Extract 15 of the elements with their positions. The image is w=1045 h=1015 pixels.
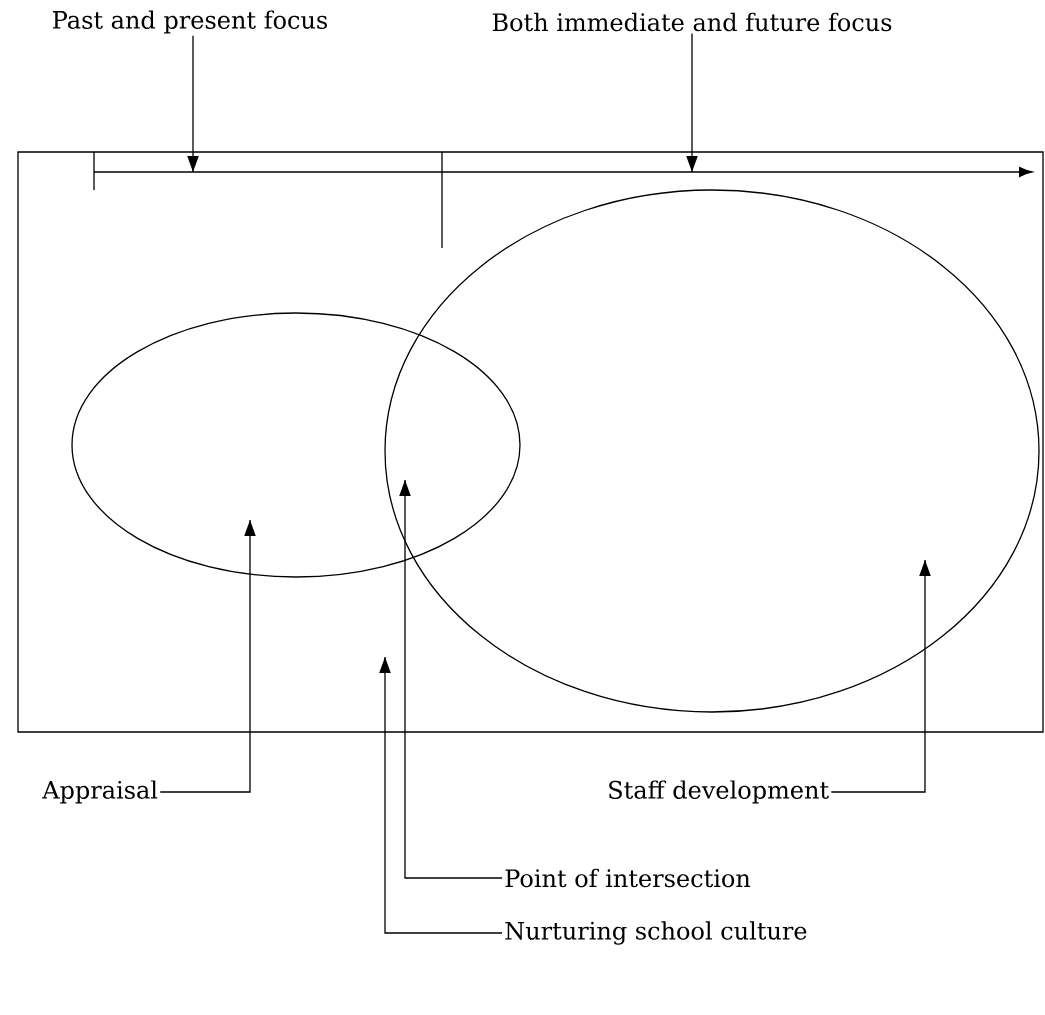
- label-text: Past and present focus: [53, 10, 327, 34]
- leader-arrow: [830, 559, 931, 793]
- leader-arrow: [379, 656, 503, 934]
- leader-arrow: [399, 479, 503, 879]
- leader-arrow: [159, 519, 256, 793]
- leader-arrow: [686, 32, 698, 173]
- label-text: Both immediate and future focus: [492, 12, 892, 32]
- label-text: Staff development: [609, 780, 829, 804]
- ellipse: [384, 189, 1040, 713]
- label-text: Appraisal: [42, 780, 158, 804]
- frame-box: [17, 151, 1044, 733]
- ellipse: [71, 312, 521, 578]
- label-text: Point of intersection: [505, 868, 751, 888]
- leader-arrow: [187, 35, 199, 173]
- label-text: Nurturing school culture: [505, 921, 807, 945]
